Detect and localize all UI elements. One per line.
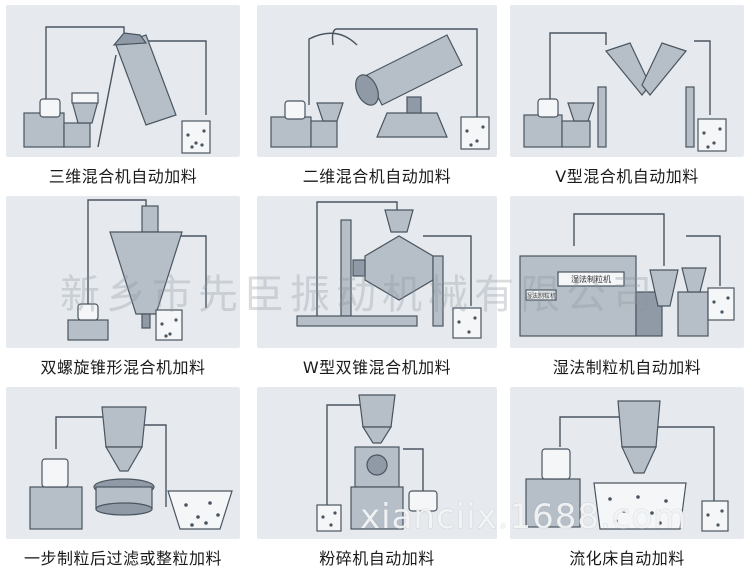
granule-sieve-machine-icon — [29, 406, 233, 530]
panel-3d-mixer — [6, 5, 240, 157]
panel-v-mixer — [510, 5, 744, 157]
panel-w-double-cone-mixer — [257, 196, 497, 348]
panel-wet-granulator: 湿法制粒机 湿法制粒机 — [510, 196, 744, 348]
panel-2d-mixer — [257, 5, 497, 157]
caption-2d-mixer: 二维混合机自动加料 — [302, 167, 452, 186]
conical-screw-mixer-machine-icon — [67, 199, 207, 341]
3d-mixer-machine-icon — [23, 26, 211, 154]
panel-granule-sieve — [6, 387, 240, 539]
v-mixer-machine-icon — [523, 32, 727, 152]
caption-wet-granulator: 湿法制粒机自动加料 — [552, 358, 702, 377]
company-watermark: 新乡市先臣振动机械有限公司 — [60, 272, 658, 318]
fluid-bed-machine-icon — [525, 400, 729, 532]
granulator-panel-label: 湿法制粒机 — [571, 274, 611, 284]
caption-3d-mixer: 三维混合机自动加料 — [48, 167, 198, 186]
caption-fluid-bed: 流化床自动加料 — [569, 549, 685, 567]
w-double-cone-mixer-machine-icon — [296, 201, 482, 339]
url-watermark: xianciix.1688.com — [360, 497, 688, 537]
caption-granule-sieve: 一步制粒后过滤或整粒加料 — [23, 549, 222, 567]
2d-mixer-machine-icon — [270, 28, 490, 150]
granulator-plate-label: 湿法制粒机 — [526, 292, 556, 300]
panel-fluid-bed — [510, 387, 744, 539]
wet-granulator-machine-icon: 湿法制粒机 湿法制粒机 — [519, 213, 735, 337]
caption-conical-screw-mixer: 双螺旋锥形混合机加料 — [40, 358, 206, 377]
caption-v-mixer: V型混合机自动加料 — [555, 167, 699, 186]
panel-conical-screw-mixer — [6, 196, 240, 348]
caption-crusher: 粉碎机自动加料 — [319, 549, 435, 567]
panel-crusher — [257, 387, 497, 539]
caption-w-double-cone-mixer: W型双锥混合机加料 — [302, 358, 452, 377]
crusher-machine-icon — [316, 394, 438, 532]
